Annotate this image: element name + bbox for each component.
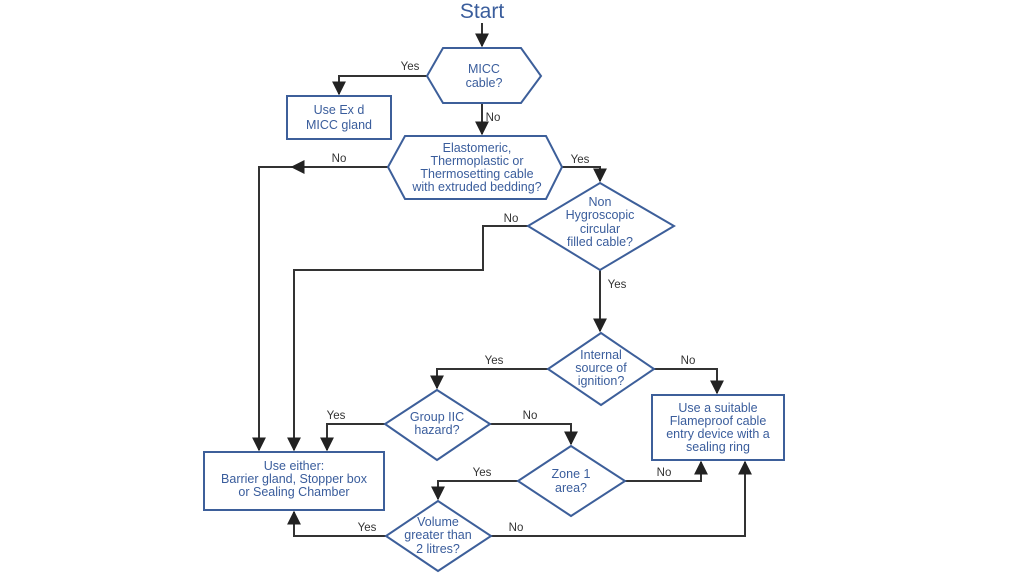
node-non-hygroscopic-line: Non [589,195,612,209]
edge-label-yes: Yes [485,355,504,367]
node-group-iic: Group IIC hazard? [383,388,492,462]
node-non-hygroscopic: Non Hygroscopic circular filled cable? [526,181,676,272]
edge-label-yes: Yes [401,61,420,73]
edge-internal-groupiic [430,368,548,390]
node-internal-source: Internal source of ignition? [546,331,656,407]
node-micc: MICC cable? [425,47,543,104]
edge-micc-use-exd [332,75,427,96]
start-label: Start [460,0,505,23]
node-volume-line: 2 litres? [416,542,460,556]
edge-zone1-volume [431,480,518,501]
edge-label-yes: Yes [608,279,627,291]
edge-nonhygroscopic-barrier [287,225,528,452]
edge-groupiic-barrier [320,423,385,452]
node-flameproof-line: sealing ring [686,440,750,454]
node-flameproof-line: Flameproof cable [670,414,767,428]
node-volume: Volume greater than 2 litres? [384,499,493,573]
edge-volume-flameproof [491,460,752,537]
node-internal-source-line: ignition? [578,374,625,388]
node-non-hygroscopic-line: Hygroscopic [566,208,635,222]
edge-label-no: No [657,467,672,479]
node-use-exd: Use Ex d MICC gland [286,95,392,140]
node-elastomeric: Elastomeric, Thermoplastic or Thermosett… [386,135,564,200]
edge-groupiic-zone1 [490,423,578,446]
node-non-hygroscopic-line: circular [580,222,620,236]
node-non-hygroscopic-line: filled cable? [567,235,633,249]
node-zone1-line: Zone 1 [552,467,591,481]
edge-label-no: No [504,213,519,225]
node-flameproof: Use a suitable Flameproof cable entry de… [651,394,785,461]
node-internal-source-line: source of [575,361,627,375]
edge-label-yes: Yes [473,467,492,479]
node-use-exd-line: Use Ex d [314,103,365,117]
node-volume-line: Volume [417,515,459,529]
node-internal-source-line: Internal [580,348,622,362]
edge-label-no: No [523,410,538,422]
node-zone1-line: area? [555,481,587,495]
node-group-iic-line: Group IIC [410,410,464,424]
node-micc-line: cable? [466,76,503,90]
edge-volume-barrier [287,510,386,537]
edge-label-yes: Yes [358,522,377,534]
node-barrier-line: Barrier gland, Stopper box [221,472,368,486]
node-zone1: Zone 1 area? [516,444,627,518]
node-barrier-line: or Sealing Chamber [238,485,349,499]
edge-label-no: No [486,112,501,124]
edge-label-no: No [509,522,524,534]
edge-elastomeric-nonhygroscopic [562,166,607,183]
node-barrier-line: Use either: [264,459,324,473]
edge-internal-flameproof [654,368,724,395]
node-elastomeric-line: Thermosetting cable [420,167,533,181]
node-group-iic-line: hazard? [414,423,459,437]
edge-label-yes: Yes [327,410,346,422]
edge-elastomeric-barrier [252,166,388,452]
node-flameproof-line: Use a suitable [678,401,757,415]
edge-label-no: No [332,153,347,165]
node-micc-line: MICC [468,62,500,76]
edge-labels: Yes No No Yes No Yes Yes No Yes No Yes N… [327,61,696,534]
connectors [252,23,752,537]
node-elastomeric-line: Thermoplastic or [430,154,523,168]
node-flameproof-line: entry device with a [666,427,770,441]
node-elastomeric-line: Elastomeric, [443,141,512,155]
edge-label-yes: Yes [571,154,590,166]
node-use-exd-line: MICC gland [306,118,372,132]
node-elastomeric-line: with extruded bedding? [411,180,541,194]
edge-zone1-flameproof [625,460,708,482]
node-volume-line: greater than [404,528,471,542]
node-barrier: Use either: Barrier gland, Stopper box o… [203,451,385,511]
edge-label-no: No [681,355,696,367]
